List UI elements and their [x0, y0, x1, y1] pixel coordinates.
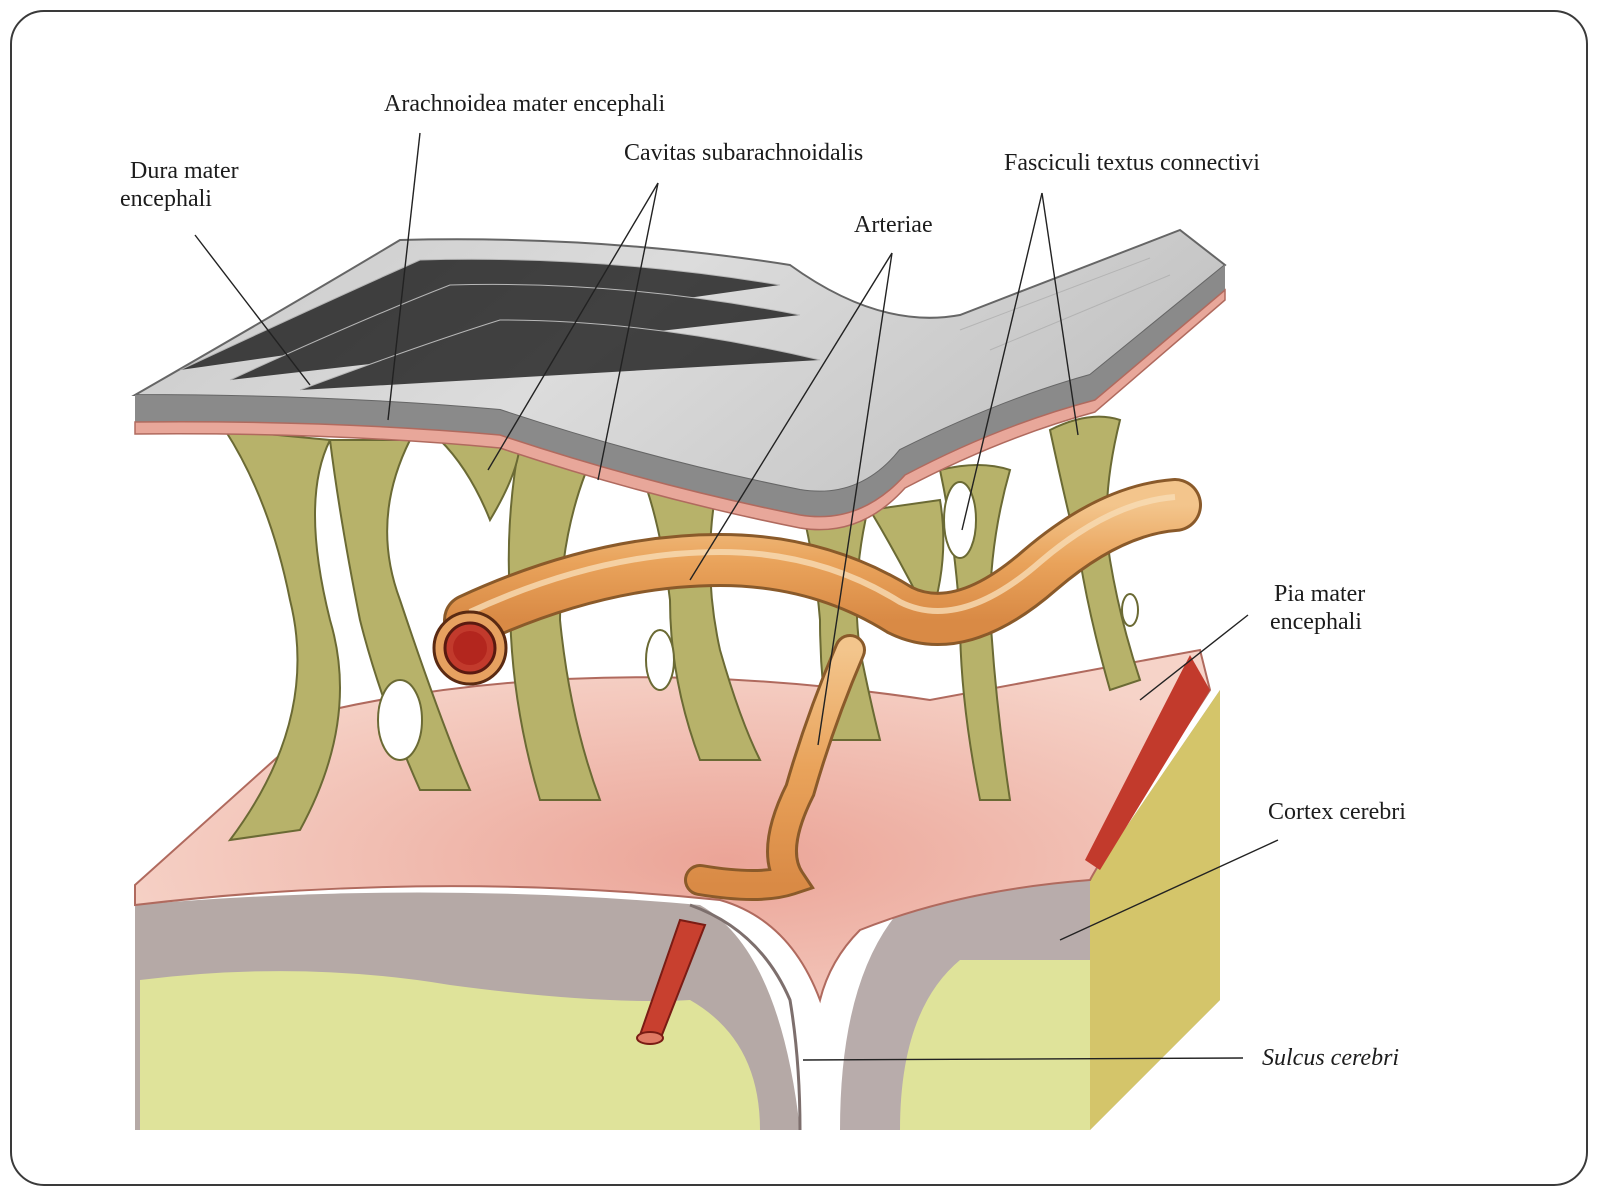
label-cortex: Cortex cerebri	[1268, 799, 1406, 825]
label-dura-mater-line1: Dura mater	[130, 158, 239, 184]
dura-mater-slab	[131, 228, 1227, 531]
label-arachnoidea: Arachnoidea mater encephali	[384, 91, 666, 117]
artery-cross-section	[432, 610, 508, 686]
leader-lines	[194, 132, 1279, 1061]
trabeculae-holes	[377, 481, 1139, 761]
label-fasciculi: Fasciculi textus connectivi	[1004, 150, 1260, 176]
cortex-block-right	[840, 690, 1220, 1130]
label-cavitas: Cavitas subarachnoidalis	[624, 140, 863, 166]
label-sulcus: Sulcus cerebri	[1262, 1045, 1399, 1071]
label-pia-mater-line2: encephali	[1270, 609, 1362, 635]
label-arteriae: Arteriae	[854, 212, 933, 238]
sulcus-vessel	[636, 918, 707, 1045]
artery	[443, 478, 1202, 901]
label-pia-mater-line1: Pia mater	[1274, 581, 1365, 607]
cortex-block-left	[135, 892, 802, 1131]
label-dura-mater-line2: encephali	[120, 186, 212, 212]
